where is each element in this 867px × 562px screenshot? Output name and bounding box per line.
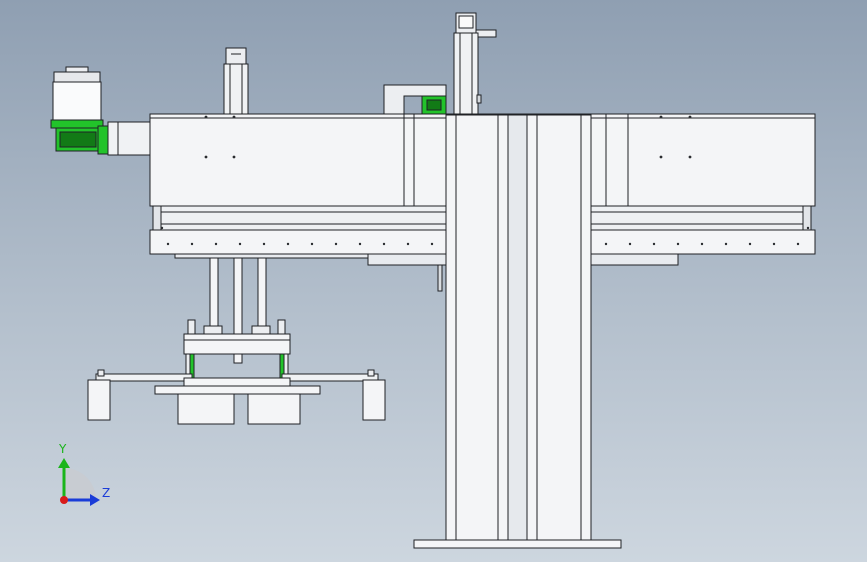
horizontal-servo-motor [223, 47, 249, 115]
z-axis-label: Z [102, 486, 111, 500]
beam-bolt-holes [160, 115, 810, 246]
gripper-frame [87, 369, 386, 425]
vertical-servo-motor [453, 12, 497, 116]
vertical-column [413, 114, 622, 549]
y-axis-arrow [58, 458, 70, 468]
x-axis-origin [60, 496, 68, 504]
cable-bracket [383, 84, 447, 115]
gear-motor [50, 66, 151, 156]
y-axis-label: Y [59, 442, 67, 456]
coordinate-triad [58, 458, 100, 506]
z-axis-arrow [90, 494, 100, 506]
base-plate [413, 539, 622, 549]
